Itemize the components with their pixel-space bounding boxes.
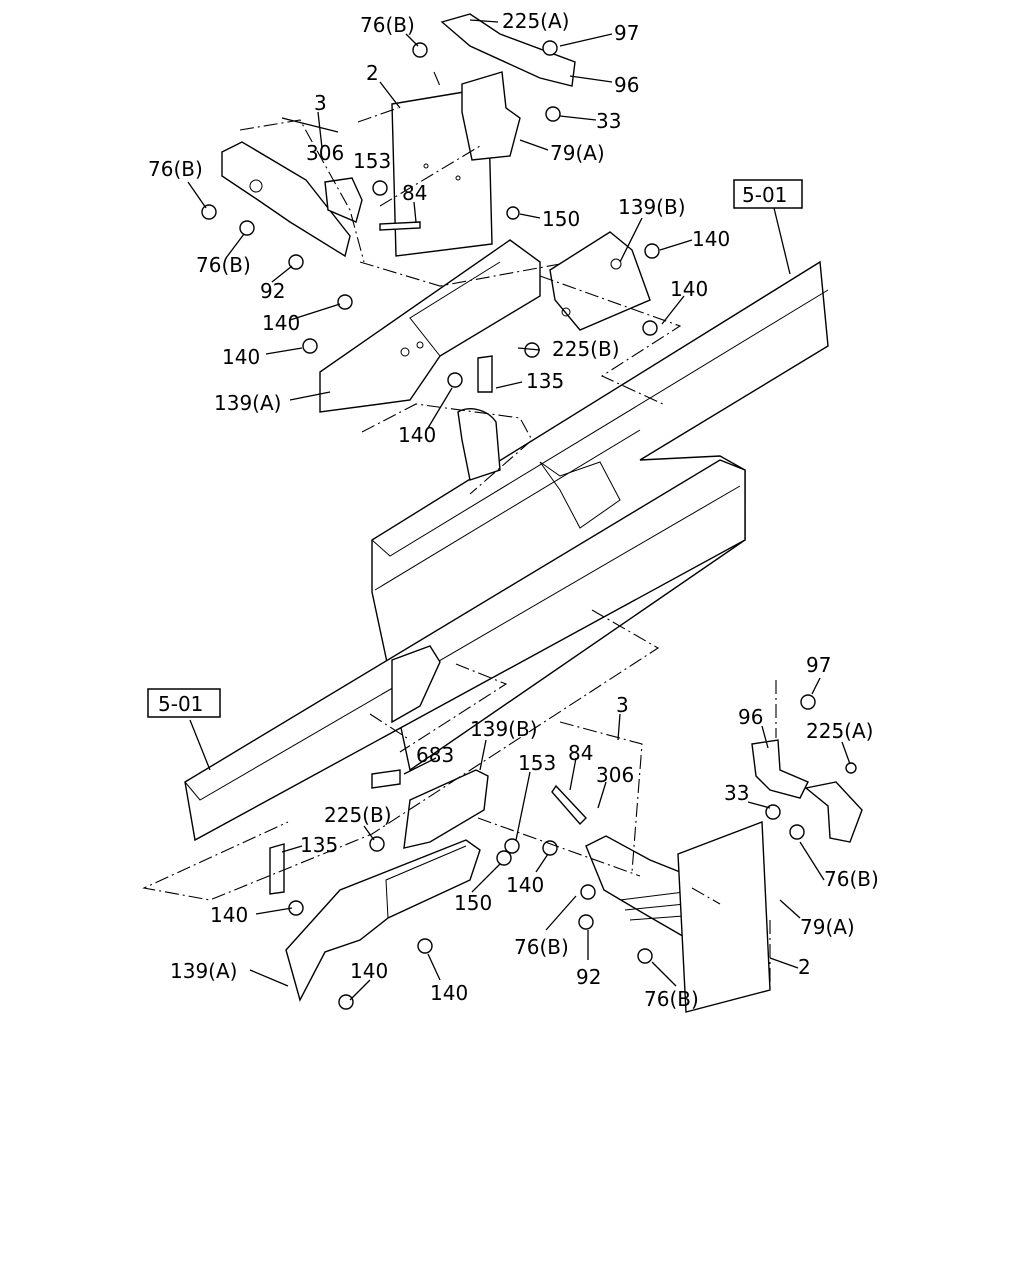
callout-33: 33 [724,781,749,805]
callout-140: 140 [430,981,468,1005]
callout-92: 92 [576,965,601,989]
ref-box-bottom: 5-01 [147,688,221,718]
callout-140: 140 [398,423,436,447]
upper-bracket-3 [221,141,363,258]
callout-76b: 76(B) [514,935,569,959]
callout-140: 140 [262,311,300,335]
ref-label-top: 5-01 [742,183,787,207]
callout-96: 96 [738,705,763,729]
lower-dash-lines [142,609,777,990]
lower-labels: 97 3 96 139(B) 225(A) 683 84 153 306 33 … [170,653,879,1011]
callout-139a: 139(A) [214,391,281,415]
callout-225b: 225(B) [552,337,620,361]
callout-92: 92 [260,279,285,303]
ref-label-bottom: 5-01 [158,692,203,716]
callout-3: 3 [616,693,629,717]
callout-97: 97 [806,653,831,677]
upper-labels: 76(B) 225(A) 97 2 96 3 33 79(A) 306 153 … [148,9,730,447]
lower-bracket-79a [751,739,863,843]
callout-139b: 139(B) [470,717,538,741]
upper-bracket-139b [549,231,651,331]
callout-76b: 76(B) [644,987,699,1011]
callout-76b: 76(B) [360,13,415,37]
upper-bolts [201,40,660,393]
callout-140: 140 [692,227,730,251]
callout-84: 84 [402,181,427,205]
callout-683: 683 [416,743,454,767]
callout-2: 2 [366,61,379,85]
upper-dash-lines [239,71,682,495]
callout-3: 3 [314,91,327,115]
upper-bracket-79a [440,13,576,161]
callout-84: 84 [568,741,593,765]
callout-306: 306 [306,141,344,165]
callout-79a: 79(A) [800,915,855,939]
lower-leader-lines [189,677,851,1001]
callout-140: 140 [210,903,248,927]
lower-bracket-139a [285,839,481,1002]
upper-leader-lines [187,19,791,429]
callout-96: 96 [614,73,639,97]
callout-153: 153 [518,751,556,775]
callout-306: 306 [596,763,634,787]
callout-140: 140 [350,959,388,983]
callout-135: 135 [526,369,564,393]
callout-140: 140 [670,277,708,301]
callout-140: 140 [506,873,544,897]
callout-225a: 225(A) [806,719,873,743]
lower-bracket-139b [403,769,489,849]
callout-97: 97 [614,21,639,45]
callout-135: 135 [300,833,338,857]
callout-225a: 225(A) [502,9,569,33]
callout-140: 140 [222,345,260,369]
upper-bracket-139a [319,239,541,413]
lower-frame-rail [184,459,746,842]
lower-bolts [269,694,857,1010]
lower-plate-2 [677,821,771,1013]
callout-79a: 79(A) [550,141,605,165]
callout-33: 33 [596,109,621,133]
callout-150: 150 [542,207,580,231]
callout-150: 150 [454,891,492,915]
callout-139b: 139(B) [618,195,686,219]
callout-76b: 76(B) [824,867,879,891]
callout-76b: 76(B) [196,253,251,277]
callout-153: 153 [353,149,391,173]
callout-2: 2 [798,955,811,979]
ref-box-top: 5-01 [733,179,803,209]
callout-139a: 139(A) [170,959,237,983]
callout-76b: 76(B) [148,157,203,181]
callout-225b: 225(B) [324,803,392,827]
